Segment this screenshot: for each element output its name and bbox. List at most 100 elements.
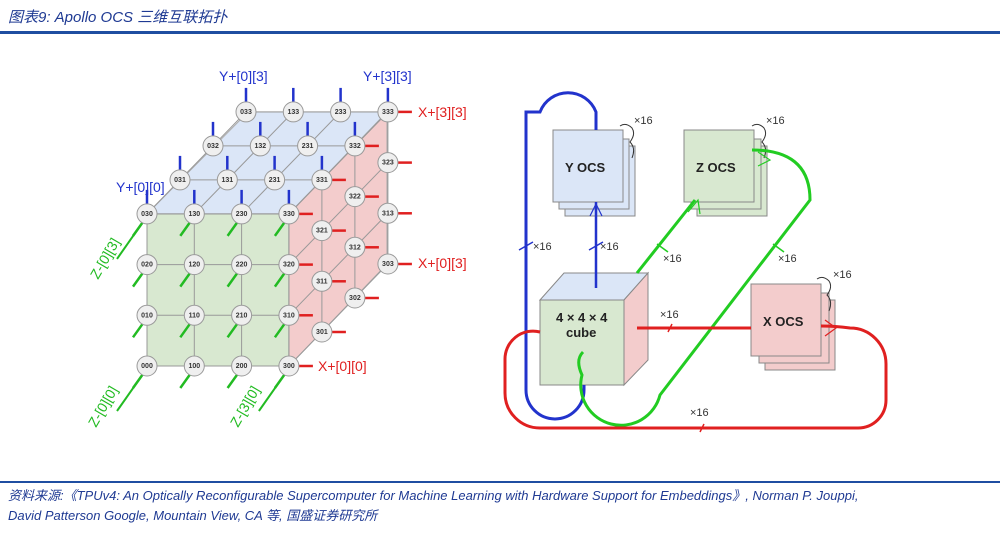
- cube-node-label: 033: [240, 109, 252, 116]
- cube-node-label: 200: [236, 363, 248, 370]
- cube-node-label: 330: [283, 211, 295, 218]
- cube-node-label: 303: [382, 261, 394, 268]
- label-x-0-3: X+[0][3]: [418, 255, 467, 271]
- z-link-stub: [258, 373, 286, 412]
- x-ocs-count: ×16: [833, 269, 852, 281]
- source-note: 资料来源:《TPUv4: An Optically Reconfigurable…: [8, 486, 998, 526]
- z-link-stub: [179, 221, 192, 237]
- cube-node: 131: [216, 169, 238, 191]
- y-link-count-1: ×16: [533, 241, 552, 253]
- cube-node-label: 130: [188, 211, 200, 218]
- grid-line: [146, 111, 247, 215]
- cube-node-label: 030: [141, 211, 153, 218]
- x-ocs-brace-icon: [816, 276, 832, 312]
- cube-node-label: 310: [283, 312, 295, 319]
- cube-node: 310: [278, 304, 300, 326]
- cube-node: 320: [278, 254, 300, 276]
- z-links: [577, 148, 812, 427]
- label-y-0-3: Y+[0][3]: [219, 68, 268, 84]
- cube-node: 230: [231, 203, 253, 225]
- cube-node-label: 323: [382, 160, 394, 167]
- cube-node: 200: [231, 355, 253, 377]
- cube-node-label: 312: [349, 244, 361, 251]
- z-link-stub: [226, 271, 239, 288]
- cube-node-label: 301: [316, 329, 328, 336]
- y-ocs-label: Y OCS: [565, 160, 606, 175]
- cube-node-label: 320: [283, 262, 295, 269]
- label-y-0-0: Y+[0][0]: [116, 179, 165, 195]
- cube-node-label: 131: [221, 177, 233, 184]
- grid-line: [288, 162, 389, 265]
- z-link-count-2: ×16: [778, 253, 797, 265]
- cube-node: 300: [278, 355, 300, 377]
- figure-title: 图表9: Apollo OCS 三维互联拓扑: [8, 9, 228, 26]
- y-link-count-2: ×16: [600, 241, 619, 253]
- cube-node-label: 010: [141, 312, 153, 319]
- label-z-0-0: Z-[0][0]: [85, 383, 121, 429]
- cube-node-label: 233: [335, 109, 347, 116]
- grid-line: [288, 263, 389, 367]
- cube-node: 233: [330, 101, 352, 123]
- cube-node: 333: [377, 101, 399, 123]
- cube-node-label: 231: [302, 143, 314, 150]
- cube-node: 031: [169, 169, 191, 191]
- cube-node-label: 000: [141, 363, 153, 370]
- footer-divider: [0, 481, 1000, 483]
- z-link-stub: [273, 271, 286, 288]
- y-links: [518, 91, 604, 421]
- cube-node-label: 311: [316, 278, 327, 285]
- z-link-stub: [131, 271, 145, 288]
- cube-node-label: 302: [349, 295, 361, 302]
- cube-node: 323: [377, 152, 399, 174]
- cube-node-label: 333: [382, 109, 394, 116]
- cube-node-label: 100: [188, 363, 200, 370]
- cube-node: 331: [311, 169, 333, 191]
- cube-node: 133: [282, 101, 304, 123]
- z-ocs-brace-icon: [751, 123, 767, 159]
- link-stubs: [116, 87, 412, 412]
- cube-node: 032: [202, 135, 224, 157]
- cube-node: 020: [136, 254, 158, 276]
- cube-node: 110: [183, 304, 205, 326]
- label-z-3-0: Z-[3][0]: [227, 383, 263, 429]
- cube-node-label: 321: [316, 228, 328, 235]
- cube-node-label: 300: [283, 363, 295, 370]
- cube-node: 321: [311, 220, 333, 242]
- title-divider: [0, 31, 1000, 34]
- cube-node: 033: [235, 101, 257, 123]
- z-ocs-label: Z OCS: [696, 160, 736, 175]
- y-ocs-stack: Y OCS ×16: [552, 115, 653, 217]
- cube-label-word: cube: [566, 325, 596, 340]
- x-ocs-stack: X OCS ×16: [750, 269, 852, 371]
- cube-node-label: 230: [236, 211, 248, 218]
- z-link-stub: [273, 322, 286, 339]
- cube-node: 000: [136, 355, 158, 377]
- cube-front-face: [146, 213, 290, 367]
- cube-node: 312: [344, 236, 366, 258]
- x-ocs-label: X OCS: [763, 314, 804, 329]
- y-ocs-brace-icon: [619, 123, 635, 159]
- cube-node: 010: [136, 304, 158, 326]
- cube-node: 332: [344, 135, 366, 157]
- cube-node: 231: [297, 135, 319, 157]
- cube-node-label: 322: [349, 194, 361, 201]
- ocs-connection-diagram: Y OCS ×16 Z OCS ×16 X OCS ×16 4 ×: [503, 91, 888, 433]
- x-links: [503, 319, 888, 433]
- x-link-count-2: ×16: [690, 407, 709, 419]
- z-link-stub: [226, 322, 239, 339]
- cube-node-label: 133: [287, 109, 299, 116]
- cube-node-label: 210: [236, 312, 248, 319]
- cube-node-label: 313: [382, 210, 394, 217]
- cube-node-label: 032: [207, 143, 219, 150]
- source-line-1: 资料来源:《TPUv4: An Optically Reconfigurable…: [8, 488, 859, 503]
- label-x-3-3: X+[3][3]: [418, 104, 467, 120]
- cube-node: 311: [311, 270, 333, 292]
- z-ocs-stack: Z OCS ×16: [683, 115, 785, 217]
- cube-node: 301: [311, 321, 333, 343]
- z-link-stub: [179, 322, 192, 339]
- grid-line: [288, 111, 389, 215]
- cube-node-label: 332: [349, 143, 361, 150]
- z-ocs-count: ×16: [766, 115, 785, 127]
- grid-line: [241, 111, 341, 215]
